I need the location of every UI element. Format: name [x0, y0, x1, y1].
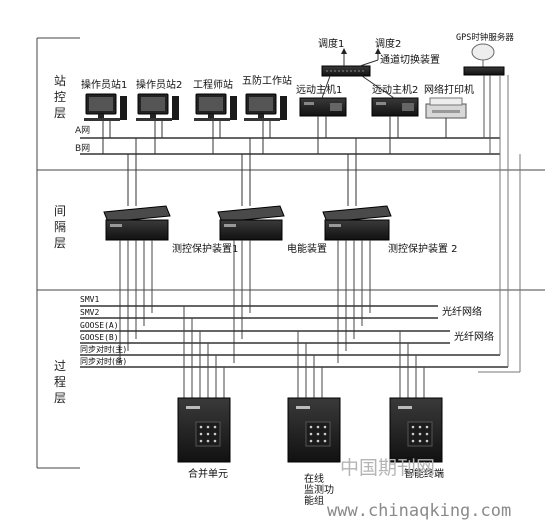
layer-label-station: 站 控 层	[54, 74, 66, 120]
label-monitor-line: 监测功	[304, 483, 334, 496]
a-net-label: A网	[75, 125, 90, 136]
workstation-op1	[84, 93, 127, 154]
label-prot1: 测控保护装置1	[172, 242, 238, 255]
label-monitor: 在线监测功能组	[304, 472, 334, 507]
label-sync-main: 同步对时(主)	[80, 344, 126, 354]
layer-label-process: 过 程 层	[54, 359, 66, 405]
label-smart: 智能终端	[404, 467, 444, 480]
layer-frame	[36, 37, 545, 469]
label-dispatch1: 调度1	[318, 37, 344, 50]
process-device-drops	[183, 306, 425, 398]
label-fiber-1: 光纤网络	[442, 305, 482, 318]
layer-label-station-c3: 层	[54, 106, 66, 120]
bay-to-process-links	[119, 240, 371, 363]
workstation-wufang	[244, 93, 287, 154]
label-gps: GPS时钟服务器	[456, 32, 514, 43]
label-monitor-line: 在线	[304, 472, 324, 485]
label-fiber-2: 光纤网络	[454, 330, 494, 343]
bay-device-meter	[217, 138, 285, 241]
layer-label-station-c1: 站	[54, 74, 66, 88]
label-eng: 工程师站	[193, 78, 233, 91]
workstation-op2	[136, 93, 179, 154]
label-dispatch2: 调度2	[375, 37, 401, 50]
label-op2: 操作员站2	[136, 78, 182, 91]
label-smv2: SMV2	[80, 308, 99, 317]
label-remote2: 远动主机2	[372, 83, 418, 96]
network-printer	[425, 97, 467, 138]
cabinet-monitor	[287, 397, 341, 463]
remote-host-1	[299, 97, 347, 154]
label-merge: 合并单元	[188, 467, 228, 480]
b-net-label: B网	[75, 143, 90, 154]
layer-label-process-c2: 程	[54, 374, 66, 389]
label-smv1: SMV1	[80, 295, 99, 304]
layer-label-bay: 间 隔 层	[54, 204, 66, 250]
bay-device-prot1	[103, 138, 171, 241]
label-goose-b: GOOSE(B)	[80, 333, 119, 342]
watermark-url: www.chinaqking.com	[327, 501, 511, 521]
cabinet-smart	[389, 397, 443, 463]
layer-label-bay-c1: 间	[54, 204, 66, 218]
label-prot2: 测控保护装置 2	[388, 242, 458, 255]
bay-device-prot2	[322, 138, 392, 241]
channel-switch	[321, 48, 395, 99]
gps-clock-server	[463, 43, 509, 361]
workstation-eng	[194, 93, 237, 154]
label-monitor-line: 能组	[304, 494, 324, 507]
layer-label-bay-c3: 层	[54, 236, 66, 250]
station-bus	[80, 137, 500, 155]
label-channel-switch: 通道切换装置	[380, 53, 440, 66]
layer-label-bay-c2: 隔	[54, 220, 66, 234]
label-op1: 操作员站1	[81, 78, 127, 91]
layer-label-process-c1: 过	[54, 359, 66, 373]
label-remote1: 远动主机1	[296, 83, 342, 96]
process-buses	[80, 305, 508, 368]
remote-host-2	[371, 97, 419, 154]
label-wufang: 五防工作站	[242, 74, 292, 87]
watermark-cn: 中国期刊网	[340, 457, 435, 479]
layer-label-station-c2: 控	[54, 90, 66, 104]
layer-label-process-c3: 层	[54, 391, 66, 405]
label-meter: 电能装置	[287, 242, 327, 255]
label-goose-a: GOOSE(A)	[80, 321, 119, 330]
label-sync-backup: 同步对时(备)	[80, 356, 126, 366]
cabinet-merge	[177, 397, 231, 463]
sync-feeders	[478, 154, 521, 373]
label-printer: 网络打印机	[424, 83, 474, 96]
